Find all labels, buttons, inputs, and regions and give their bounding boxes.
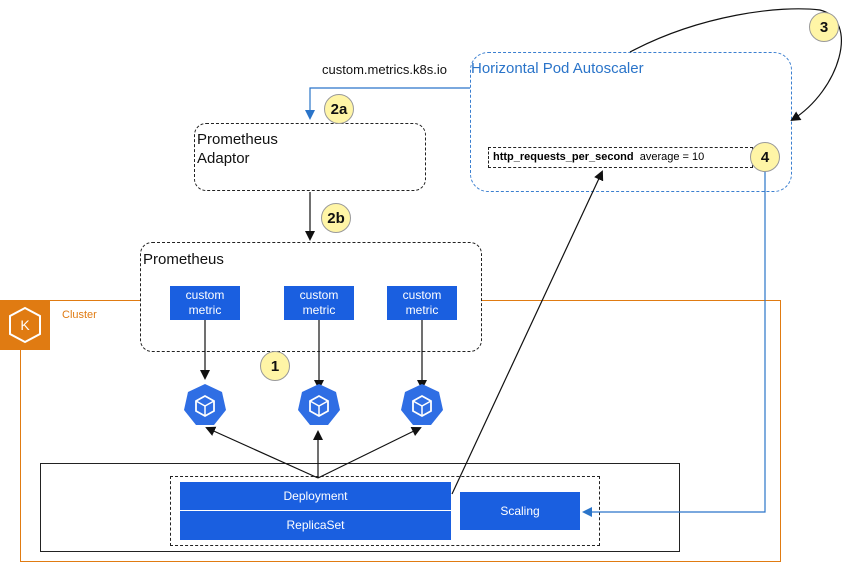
api-group-label: custom.metrics.k8s.io xyxy=(322,62,447,77)
svg-text:K: K xyxy=(20,317,30,333)
pod-1-icon xyxy=(184,384,226,425)
workload-dashed-box xyxy=(170,476,600,546)
hpa-loop-arrow xyxy=(629,8,842,122)
hpa-metric-name: http_requests_per_second xyxy=(493,151,634,163)
hpa-box xyxy=(470,52,792,192)
step-badge-3: 3 xyxy=(809,12,839,42)
eks-logo-icon: K xyxy=(0,300,50,350)
deployment-box: Deployment xyxy=(180,482,451,510)
scaling-box: Scaling xyxy=(460,492,580,530)
pod-3-icon xyxy=(401,384,443,425)
prometheus-adaptor-box xyxy=(194,123,426,191)
hpa-metric-target: average = 10 xyxy=(639,151,705,163)
hpa-metric-row: http_requests_per_second average = 10 xyxy=(488,147,753,168)
deploy-to-pod3-arrow xyxy=(317,427,422,479)
hpa-to-scaling-arrow xyxy=(582,170,766,517)
prometheus-adaptor-title: Prometheus Adaptor xyxy=(197,131,278,167)
step-badge-4: 4 xyxy=(750,142,780,172)
deploy-to-pod1-arrow xyxy=(205,426,319,479)
prometheus-title: Prometheus xyxy=(143,251,224,268)
hpa-to-adaptor-arrow xyxy=(305,87,470,120)
replicaset-box: ReplicaSet xyxy=(180,511,451,540)
cluster-label: Cluster xyxy=(62,309,97,321)
step-badge-2b: 2b xyxy=(321,203,351,233)
hpa-title: Horizontal Pod Autoscaler xyxy=(471,60,644,77)
pod-2-icon xyxy=(298,384,340,425)
deployment-to-hpa-arrow xyxy=(451,170,604,495)
step-badge-1: 1 xyxy=(260,351,290,381)
step-badge-2a: 2a xyxy=(324,94,354,124)
workload-box xyxy=(40,463,680,552)
